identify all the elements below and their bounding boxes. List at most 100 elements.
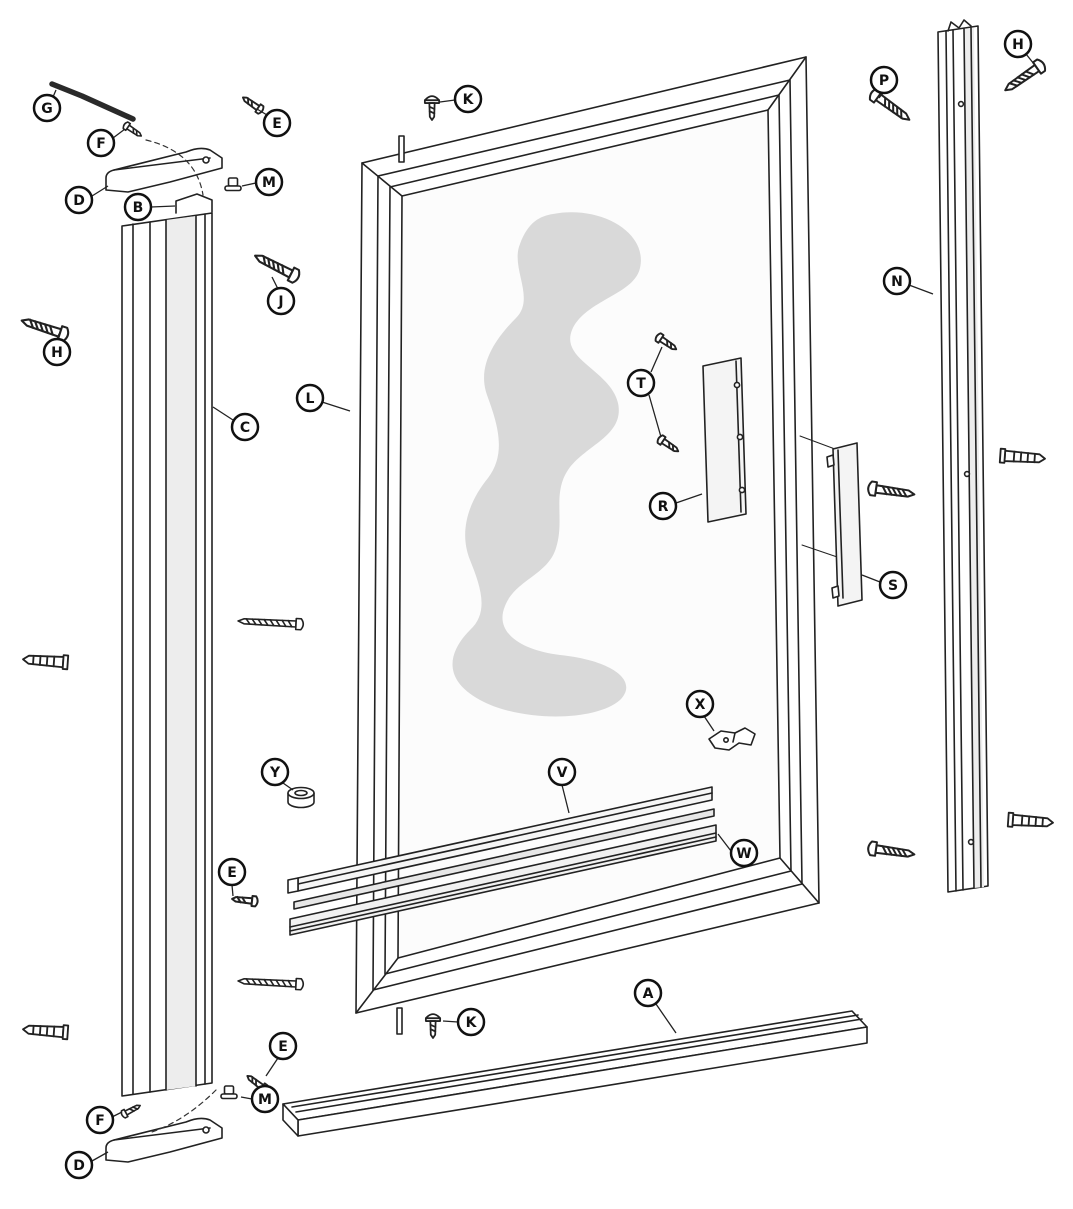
callout-t: T bbox=[626, 368, 656, 398]
callout-letter: K bbox=[466, 1015, 478, 1031]
callout-h-right: H bbox=[1003, 29, 1033, 59]
callout-l: L bbox=[295, 383, 325, 413]
callout-circle bbox=[262, 108, 292, 138]
callout-e-top: E bbox=[262, 108, 292, 138]
callouts: G F E D M B H J bbox=[32, 29, 1033, 1180]
callout-e-mid: E bbox=[217, 857, 247, 887]
alignment-dash-bottom bbox=[151, 1089, 217, 1133]
screw-right-mid bbox=[866, 480, 917, 503]
callout-letter: E bbox=[272, 116, 282, 132]
channel-cap bbox=[175, 193, 213, 214]
bushing-m-top bbox=[224, 177, 242, 192]
anchor-left-mid bbox=[21, 651, 70, 671]
callout-circle bbox=[456, 1007, 486, 1037]
screw-h-right bbox=[1000, 56, 1049, 97]
handle-outer-plate bbox=[702, 357, 747, 523]
callout-letter: E bbox=[278, 1039, 288, 1055]
screw-e-mid bbox=[230, 892, 260, 908]
callout-letter: J bbox=[277, 294, 283, 310]
callout-v: V bbox=[547, 757, 577, 787]
threshold-track bbox=[282, 1010, 868, 1137]
callout-circle bbox=[1003, 29, 1033, 59]
screw-left-low bbox=[236, 974, 305, 991]
callout-j: J bbox=[266, 286, 296, 316]
callout-letter: C bbox=[240, 420, 250, 436]
screw-j bbox=[250, 248, 303, 286]
screw-f-bottom bbox=[119, 1101, 143, 1120]
callout-d-top: D bbox=[64, 185, 94, 215]
callout-circle bbox=[547, 757, 577, 787]
callout-circle bbox=[633, 978, 663, 1008]
callout-circle bbox=[648, 491, 678, 521]
callout-letter: H bbox=[1012, 37, 1024, 53]
callout-circle bbox=[254, 167, 284, 197]
callout-letter: E bbox=[227, 865, 237, 881]
anchor-left-low bbox=[21, 1021, 70, 1041]
glass-obscure-pattern bbox=[452, 212, 641, 717]
callout-circle bbox=[453, 84, 483, 114]
callout-letter: S bbox=[888, 578, 898, 594]
callout-circle bbox=[685, 689, 715, 719]
handle-inner bbox=[826, 442, 863, 607]
drip-deflector-clip bbox=[708, 727, 756, 751]
callout-letter: D bbox=[73, 1158, 85, 1174]
callout-circle bbox=[626, 368, 656, 398]
callout-circle bbox=[230, 412, 260, 442]
callout-circle bbox=[295, 383, 325, 413]
screw-right-low bbox=[866, 840, 917, 863]
callout-letter: M bbox=[258, 1092, 272, 1108]
screw-k-top bbox=[423, 95, 441, 121]
callout-letter: B bbox=[133, 200, 144, 216]
callout-circle bbox=[32, 93, 62, 123]
callout-circle bbox=[86, 128, 116, 158]
drip-rail-w bbox=[289, 824, 717, 936]
callout-letter: R bbox=[658, 499, 669, 515]
anchor-right-mid bbox=[998, 447, 1047, 467]
callout-circle bbox=[260, 757, 290, 787]
callout-p: P bbox=[869, 65, 899, 95]
callout-f-top: F bbox=[86, 128, 116, 158]
alignment-dash-top bbox=[145, 139, 204, 196]
callout-circle bbox=[123, 192, 153, 222]
anchor-right-low bbox=[1006, 811, 1055, 831]
callout-circle bbox=[42, 337, 72, 367]
hex-wrench bbox=[49, 81, 136, 122]
nut-y bbox=[287, 786, 315, 809]
callout-r: R bbox=[648, 491, 678, 521]
callout-letter: T bbox=[636, 376, 646, 392]
callout-circle bbox=[878, 570, 908, 600]
callout-letter: H bbox=[51, 345, 63, 361]
callout-letter: K bbox=[463, 92, 475, 108]
callout-letter: N bbox=[891, 274, 903, 290]
callout-letter: X bbox=[695, 697, 706, 713]
wall-channel-left bbox=[121, 212, 213, 1097]
callout-letter: W bbox=[736, 846, 751, 862]
callout-n: N bbox=[882, 266, 912, 296]
callout-letter: Y bbox=[269, 765, 281, 781]
bottom-pivot-bracket bbox=[105, 1117, 223, 1163]
drip-rail-v bbox=[287, 786, 713, 894]
callout-circle bbox=[266, 286, 296, 316]
callout-w: W bbox=[729, 838, 759, 868]
callout-h-left: H bbox=[42, 337, 72, 367]
callout-letter: D bbox=[73, 193, 85, 209]
callout-letter: M bbox=[262, 175, 276, 191]
callout-f-bottom: F bbox=[85, 1105, 115, 1135]
callout-x: X bbox=[685, 689, 715, 719]
callout-circle bbox=[217, 857, 247, 887]
callout-letter: F bbox=[95, 1113, 105, 1129]
callout-letter: A bbox=[643, 986, 654, 1002]
leader-lines bbox=[52, 53, 1035, 1162]
callout-b: B bbox=[123, 192, 153, 222]
callout-y: Y bbox=[260, 757, 290, 787]
callout-g: G bbox=[32, 93, 62, 123]
callout-d-bottom: D bbox=[64, 1150, 94, 1180]
callout-k-top: K bbox=[453, 84, 483, 114]
callout-m-bottom: M bbox=[250, 1084, 280, 1114]
callout-a: A bbox=[633, 978, 663, 1008]
screw-k-bottom bbox=[424, 1013, 442, 1039]
callout-letter: F bbox=[96, 136, 106, 152]
callout-c: C bbox=[230, 412, 260, 442]
